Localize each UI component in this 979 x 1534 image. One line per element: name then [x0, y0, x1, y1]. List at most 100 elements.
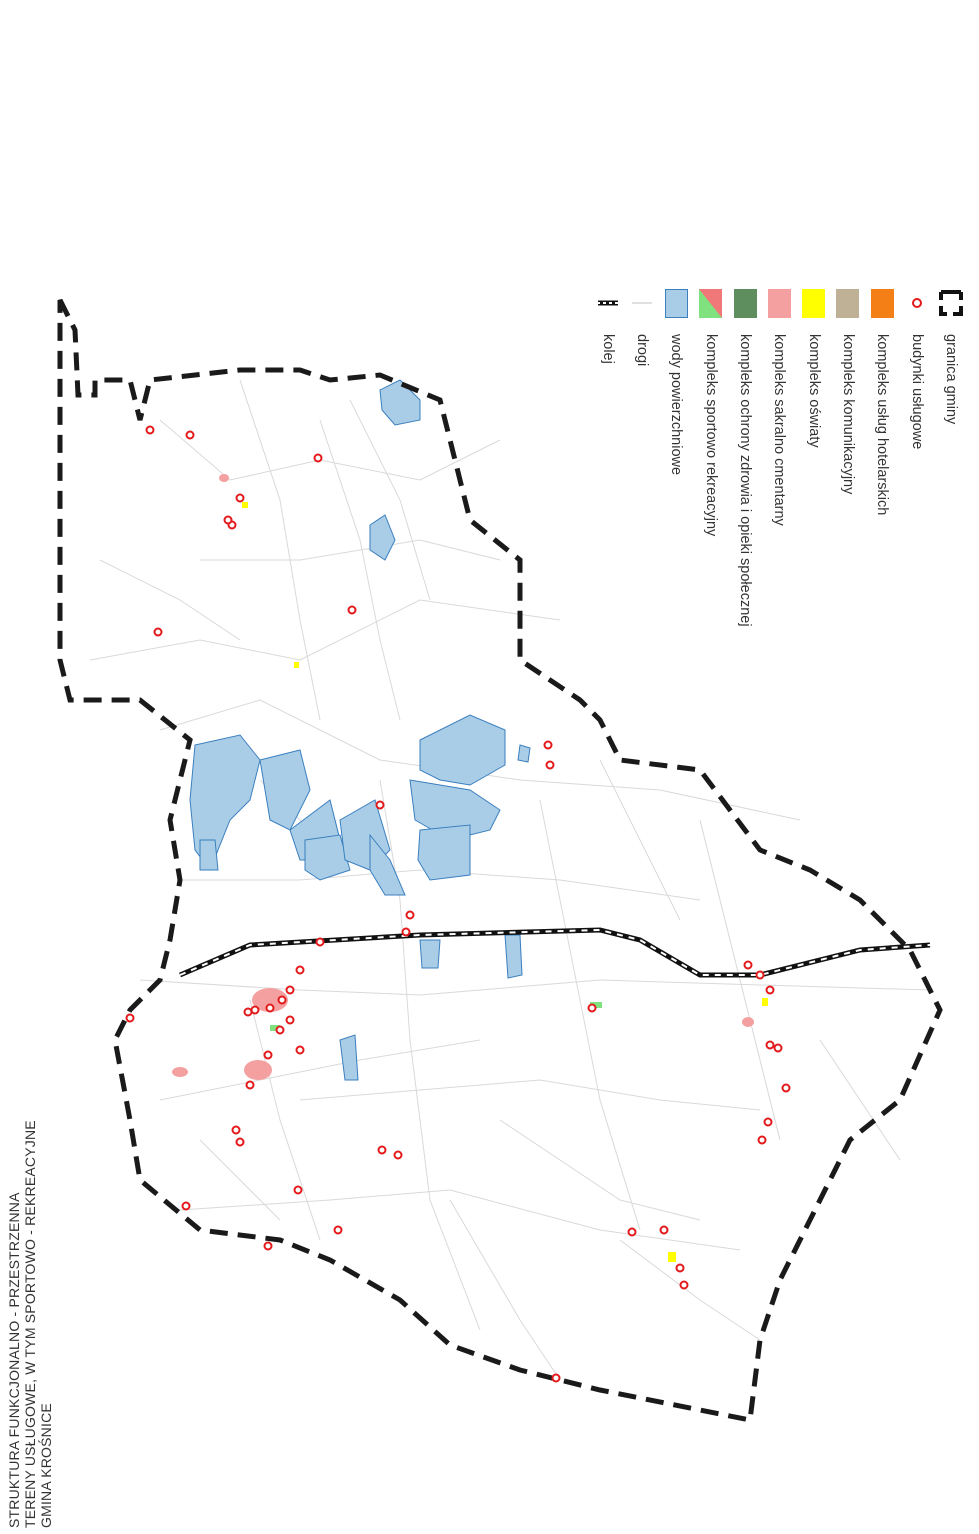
service-building-marker: [757, 1135, 767, 1145]
service-building-marker: [295, 1045, 305, 1055]
tan-swatch-icon: [836, 288, 860, 318]
service-building-marker: [265, 1003, 275, 1013]
sacral-complex: [172, 1067, 188, 1077]
service-building-marker: [250, 1005, 260, 1015]
split-swatch-icon: [699, 288, 723, 318]
service-building-marker: [679, 1280, 689, 1290]
water-body: [517, 744, 531, 763]
legend-item-sacral-complex: kompleks sakralno cmentarny: [762, 288, 796, 627]
water-body: [409, 779, 501, 841]
sport-complex: [590, 1002, 602, 1008]
legend-item-sport-complex: kompleks sportowo rekreacyjny: [694, 288, 728, 627]
water-body: [417, 824, 471, 881]
surface-waters-layer: [189, 379, 531, 1081]
legend-label: drogi: [634, 334, 651, 367]
legend-label: kompleks komunikacyjny: [839, 334, 856, 495]
legend-label: kompleks usług hotelarskich: [874, 334, 891, 516]
legend-label: kompleks sakralno cmentarny: [771, 334, 788, 526]
service-building-marker: [315, 937, 325, 947]
legend-item-service-buildings: budynki usługowe: [899, 288, 933, 627]
service-building-marker: [295, 965, 305, 975]
legend-item-hotel-complex: kompleks usług hotelarskich: [865, 288, 899, 627]
map-title-line-3: GMINA KROŚNICE: [38, 1403, 54, 1528]
water-body: [189, 734, 261, 872]
service-building-marker: [263, 1241, 273, 1251]
legend-item-education-complex: kompleks oświaty: [797, 288, 831, 627]
service-building-marker: [231, 1125, 241, 1135]
red-circle-icon: [905, 288, 929, 318]
legend-item-railway: kolej: [591, 288, 625, 627]
legend-item-boundary: granica gminy: [934, 288, 968, 627]
service-building-marker: [781, 1083, 791, 1093]
service-building-marker: [375, 800, 385, 810]
roads-layer: [89, 379, 931, 1381]
service-building-marker: [285, 985, 295, 995]
service-building-marker: [293, 1185, 303, 1195]
sacral-complex: [244, 1060, 272, 1080]
legend-label: wody powierzchniowe: [668, 334, 685, 476]
service-building-marker: [285, 1015, 295, 1025]
service-building-marker: [393, 1150, 403, 1160]
sport-complex: [270, 1025, 280, 1031]
legend-item-surface-waters: wody powierzchniowe: [659, 288, 693, 627]
service-building-marker: [543, 740, 553, 750]
service-building-marker: [181, 1201, 191, 1211]
pink-swatch-icon: [767, 288, 791, 318]
legend-label: kolej: [599, 334, 616, 364]
legend-label: budynki usługowe: [908, 334, 925, 450]
service-building-marker: [245, 1080, 255, 1090]
service-building-marker: [235, 1137, 245, 1147]
service-building-marker: [743, 960, 753, 970]
service-building-marker: [659, 1225, 669, 1235]
service-building-marker: [377, 1145, 387, 1155]
legend-item-health-complex: kompleks ochrony zdrowia i opieki społec…: [728, 288, 762, 627]
service-building-marker: [313, 453, 323, 463]
legend-label: granica gminy: [942, 334, 959, 425]
water-swatch-icon: [664, 288, 688, 318]
legend-item-roads: drogi: [625, 288, 659, 627]
sacral-complex: [742, 1017, 754, 1027]
map-title-line-2: TERENY USŁUGOWE, W TYM SPORTOWO - REKREA…: [22, 1120, 38, 1528]
road-line-icon: [630, 288, 654, 318]
service-building-marker: [275, 1025, 285, 1035]
railway-line-icon: [596, 288, 620, 318]
legend-item-transport-complex: kompleks komunikacyjny: [831, 288, 865, 627]
service-building-marker: [401, 927, 411, 937]
service-building-marker: [235, 493, 245, 503]
service-building-marker: [765, 985, 775, 995]
water-body: [304, 834, 351, 881]
sacral-complex: [219, 474, 229, 482]
railway-line: [179, 927, 931, 978]
water-body: [369, 833, 406, 896]
water-body: [259, 749, 311, 831]
education-complex: [294, 662, 299, 668]
water-body: [419, 939, 441, 969]
yellow-swatch-icon: [802, 288, 826, 318]
legend-label: kompleks sportowo rekreacyjny: [702, 334, 719, 537]
service-building-marker: [773, 1043, 783, 1053]
service-building-marker: [185, 430, 195, 440]
service-building-marker: [125, 1013, 135, 1023]
service-building-marker: [145, 425, 155, 435]
service-building-marker: [627, 1227, 637, 1237]
sacral-complex: [252, 988, 288, 1012]
legend-label: kompleks oświaty: [805, 334, 822, 448]
water-body: [419, 714, 506, 786]
service-building-marker: [243, 1007, 253, 1017]
green-swatch-icon: [733, 288, 757, 318]
education-complex: [242, 502, 248, 508]
boundary-dash-icon: [938, 288, 963, 318]
service-building-marker: [223, 515, 233, 525]
water-body: [504, 934, 523, 979]
service-building-marker: [347, 605, 357, 615]
service-building-marker: [755, 970, 765, 980]
municipality-boundary: [57, 298, 943, 1423]
service-building-marker: [765, 1040, 775, 1050]
water-body: [199, 839, 219, 871]
service-building-marker: [333, 1225, 343, 1235]
water-body: [379, 379, 421, 426]
service-building-marker: [153, 627, 163, 637]
education-complex: [762, 998, 768, 1006]
service-building-marker: [405, 910, 415, 920]
